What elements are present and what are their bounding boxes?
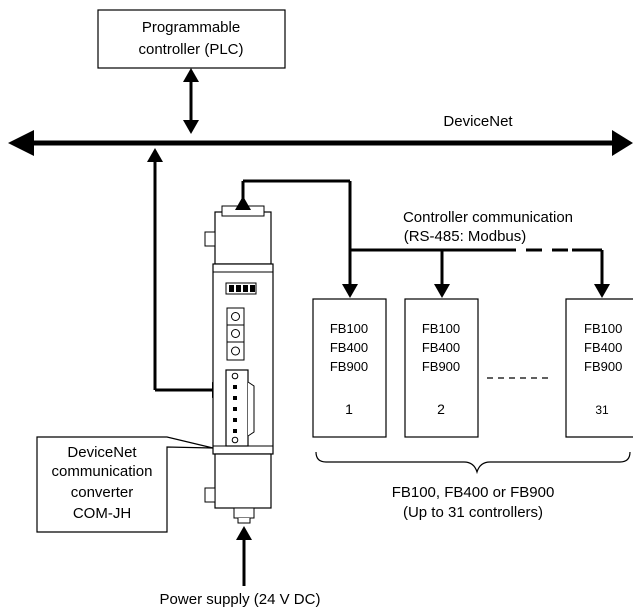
- controller-2-model-2: FB400: [422, 340, 460, 355]
- controller-1-model-2: FB400: [330, 340, 368, 355]
- rs485-link: Controller communication (RS-485: Modbus…: [235, 179, 610, 298]
- converter-label-line2: communication: [52, 463, 153, 480]
- converter-device: [204, 205, 274, 524]
- devicenet-bus: DeviceNet: [8, 113, 633, 156]
- controller-31-model-2: FB400: [584, 340, 622, 355]
- power-supply-label: Power supply (24 V DC): [160, 591, 321, 608]
- controller-31-model-1: FB100: [584, 321, 622, 336]
- controller-1: FB100 FB400 FB900 1: [312, 298, 387, 438]
- converter-label-line4: COM-JH: [73, 505, 131, 522]
- rotary-switches: [226, 307, 245, 361]
- controller-1-model-3: FB900: [330, 359, 368, 374]
- comm-label-line1: Controller communication: [403, 209, 573, 226]
- power-supply-connection: Power supply (24 V DC): [160, 526, 321, 608]
- converter-label-line1: DeviceNet: [67, 444, 137, 461]
- plc-label-line2: controller (PLC): [138, 41, 243, 58]
- controller-2-model-3: FB900: [422, 359, 460, 374]
- controller-1-number: 1: [345, 401, 353, 417]
- comm-label-line2: (RS-485: Modbus): [404, 228, 527, 245]
- controller-31-number: 31: [595, 403, 609, 417]
- plc-label-line1: Programmable: [142, 19, 240, 36]
- converter-label-line3: converter: [71, 484, 134, 501]
- controllers-group-label-line1: FB100, FB400 or FB900: [392, 484, 555, 501]
- converter-callout: DeviceNet communication converter COM-JH: [36, 436, 214, 533]
- controller-1-model-1: FB100: [330, 321, 368, 336]
- plc-bus-connection: [183, 68, 199, 134]
- controller-31: FB100 FB400 FB900 31: [565, 298, 633, 438]
- controllers-brace: [315, 451, 631, 475]
- status-leds: [225, 282, 257, 295]
- devicenet-label: DeviceNet: [443, 113, 513, 130]
- controllers-group-label-line2: (Up to 31 controllers): [403, 504, 543, 521]
- devicenet-connector: [225, 369, 255, 447]
- controller-2-number: 2: [437, 401, 445, 417]
- controller-2: FB100 FB400 FB900 2: [404, 298, 479, 438]
- controller-2-model-1: FB100: [422, 321, 460, 336]
- plc-box: Programmable controller (PLC): [97, 9, 286, 69]
- controller-31-model-3: FB900: [584, 359, 622, 374]
